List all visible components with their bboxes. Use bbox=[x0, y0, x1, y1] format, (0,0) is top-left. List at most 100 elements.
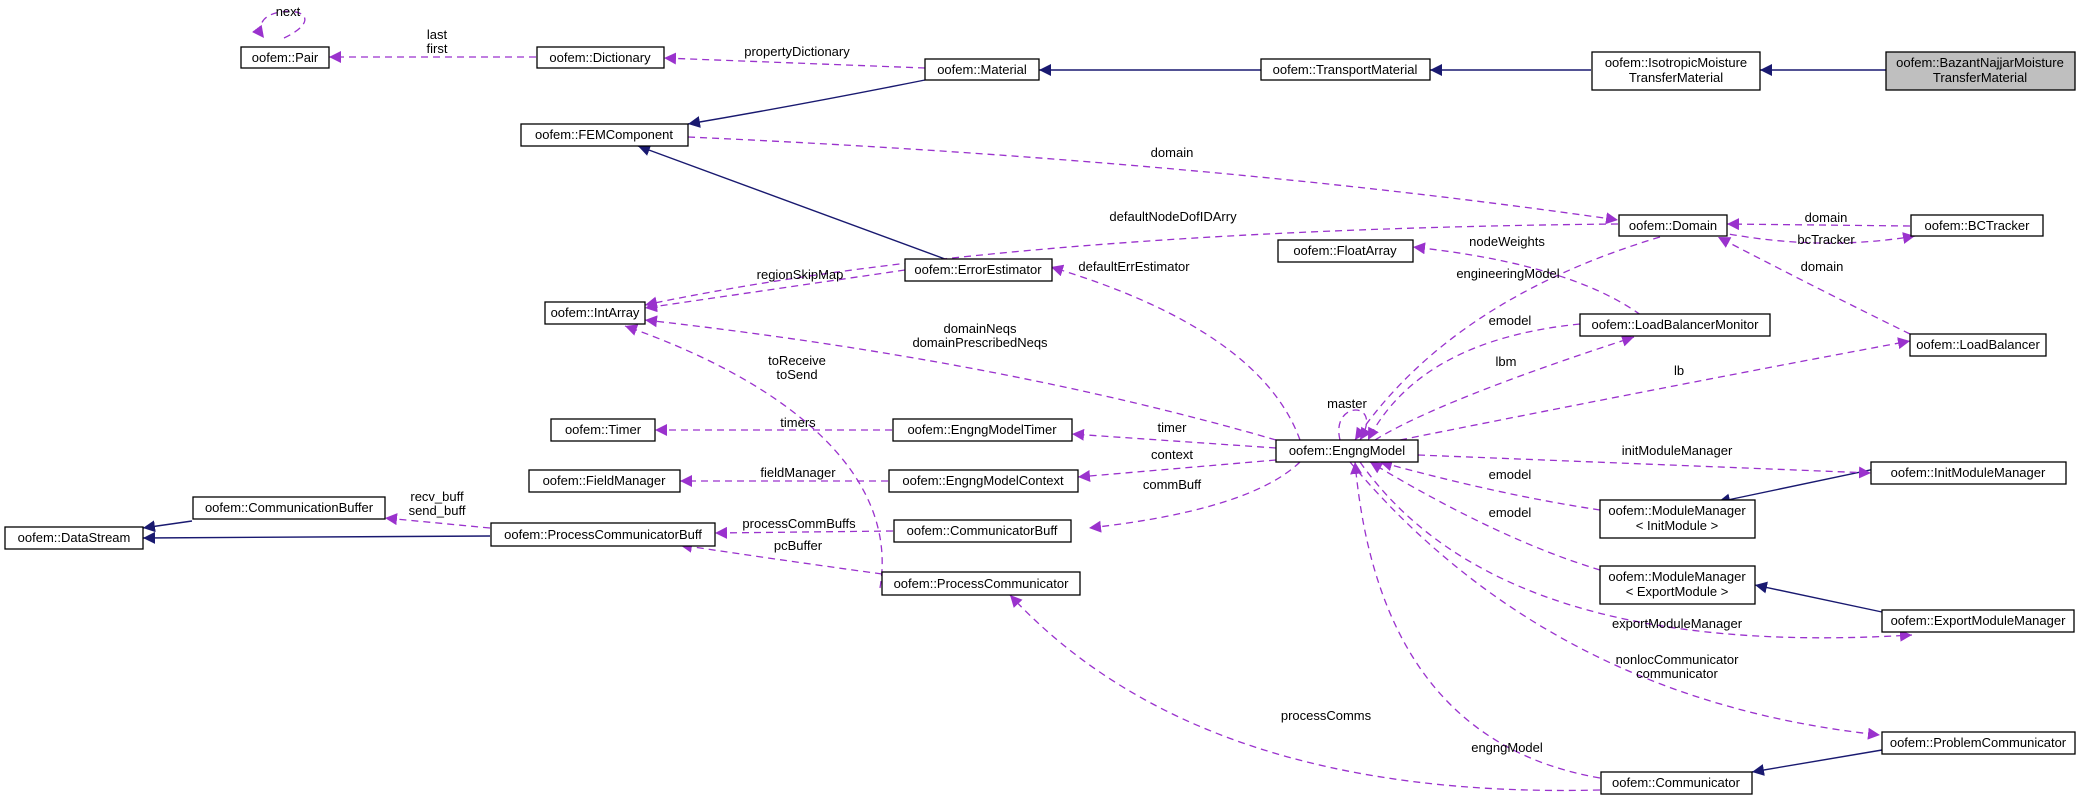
label-comm-buff: commBuff bbox=[1143, 477, 1202, 492]
edge-mmexport-engngmodel bbox=[1369, 461, 1601, 571]
edge-bctracker-domain bbox=[1726, 218, 1911, 231]
node-process-communicator-buff[interactable]: oofem::ProcessCommunicatorBuff bbox=[490, 522, 716, 547]
node-dictionary[interactable]: oofem::Dictionary bbox=[536, 46, 665, 69]
edge-engngmodel-enginetimer bbox=[1071, 428, 1277, 449]
node-timer[interactable]: oofem::Timer bbox=[550, 418, 656, 442]
node-problem-communicator[interactable]: oofem::ProblemCommunicator bbox=[1881, 731, 2076, 755]
node-process-communicator-label: oofem::ProcessCommunicator bbox=[894, 576, 1070, 591]
label-timers: timers bbox=[780, 415, 816, 430]
node-init-module-manager-label: oofem::InitModuleManager bbox=[1891, 465, 2046, 480]
node-communicator-buff[interactable]: oofem::CommunicatorBuff bbox=[893, 519, 1072, 543]
edge-communicator-processcommunicator bbox=[1009, 594, 1601, 792]
node-communicator[interactable]: oofem::Communicator bbox=[1600, 771, 1753, 795]
node-bc-tracker-label: oofem::BCTracker bbox=[1925, 218, 2031, 233]
node-bc-tracker[interactable]: oofem::BCTracker bbox=[1910, 214, 2044, 237]
edge-domain-engngmodel bbox=[1354, 236, 1661, 441]
label-domain-bc: domain bbox=[1805, 210, 1848, 225]
node-load-balancer-monitor[interactable]: oofem::LoadBalancerMonitor bbox=[1579, 313, 1771, 337]
label-process-comms: processComms bbox=[1281, 708, 1372, 723]
node-error-estimator[interactable]: oofem::ErrorEstimator bbox=[904, 258, 1053, 282]
edge-lbm-floatarray bbox=[1412, 242, 1651, 323]
edge-errorestimator-femcomponent bbox=[637, 144, 946, 260]
node-timer-label: oofem::Timer bbox=[565, 422, 642, 437]
label-lbm: lbm bbox=[1496, 354, 1517, 369]
node-data-stream-label: oofem::DataStream bbox=[18, 530, 131, 545]
label-export-module-manager: exportModuleManager bbox=[1612, 616, 1743, 631]
label-master: master bbox=[1327, 396, 1367, 411]
node-material[interactable]: oofem::Material bbox=[924, 58, 1040, 81]
label-emodel-export: emodel bbox=[1489, 505, 1532, 520]
node-engng-model-context[interactable]: oofem::EngngModelContext bbox=[888, 469, 1079, 493]
node-process-communicator[interactable]: oofem::ProcessCommunicator bbox=[881, 571, 1081, 596]
edge-pair-next bbox=[252, 10, 306, 39]
node-float-array-label: oofem::FloatArray bbox=[1293, 243, 1397, 258]
edge-mminit-engngmodel bbox=[1379, 459, 1601, 511]
edge-domain-bctracker bbox=[1717, 231, 1916, 244]
node-problem-communicator-label: oofem::ProblemCommunicator bbox=[1890, 735, 2067, 750]
node-init-module-manager[interactable]: oofem::InitModuleManager bbox=[1870, 461, 2067, 485]
label-default-err-estimator: defaultErrEstimator bbox=[1078, 259, 1190, 274]
node-float-array[interactable]: oofem::FloatArray bbox=[1277, 239, 1414, 263]
node-engng-model[interactable]: oofem::EngngModel bbox=[1275, 439, 1419, 463]
label-field-manager: fieldManager bbox=[760, 465, 836, 480]
edge-problemcomm-communicator bbox=[1751, 749, 1883, 776]
label-init-module-manager: initModuleManager bbox=[1622, 443, 1733, 458]
label-timer: timer bbox=[1158, 420, 1188, 435]
node-export-module-manager-label: oofem::ExportModuleManager bbox=[1891, 613, 2067, 628]
label-next: next bbox=[276, 4, 301, 19]
node-load-balancer[interactable]: oofem::LoadBalancer bbox=[1909, 333, 2047, 357]
edge-engngmodel-intarray bbox=[644, 315, 1277, 441]
node-load-balancer-monitor-label: oofem::LoadBalancerMonitor bbox=[1592, 317, 1760, 332]
label-pc-buffer: pcBuffer bbox=[774, 538, 823, 553]
edge-communicatorbuff-pcbuff bbox=[714, 526, 894, 539]
node-engng-model-timer[interactable]: oofem::EngngModelTimer bbox=[892, 418, 1073, 442]
edge-pcbuff-datastream bbox=[142, 531, 491, 544]
edge-engngmodel-master bbox=[1338, 409, 1372, 441]
label-bc-tracker: bcTracker bbox=[1797, 232, 1855, 247]
node-module-manager-init-module[interactable]: oofem::ModuleManager< InitModule > bbox=[1599, 499, 1756, 539]
node-transport-material-label: oofem::TransportMaterial bbox=[1273, 62, 1418, 77]
usage-edges bbox=[252, 10, 1916, 792]
node-domain[interactable]: oofem::Domain bbox=[1618, 214, 1728, 237]
edge-communicator-engngmodel bbox=[1350, 461, 1601, 779]
edge-engngmodel-exportmm bbox=[1359, 461, 1913, 642]
edge-exportmm-modulemanager bbox=[1754, 581, 1883, 613]
node-communicator-label: oofem::Communicator bbox=[1612, 775, 1741, 790]
node-module-manager-export-label: oofem::ModuleManager< ExportModule > bbox=[1608, 569, 1746, 599]
node-engng-model-timer-label: oofem::EngngModelTimer bbox=[907, 422, 1057, 437]
edge-commbuffer-datastream bbox=[142, 520, 193, 533]
node-material-label: oofem::Material bbox=[937, 62, 1027, 77]
edge-engngmodel-lbm bbox=[1374, 335, 1635, 441]
label-domain-lb: domain bbox=[1801, 259, 1844, 274]
node-int-array[interactable]: oofem::IntArray bbox=[544, 301, 646, 325]
edge-loadbalancer-domain bbox=[1717, 236, 1911, 335]
node-module-manager-export-module[interactable]: oofem::ModuleManager< ExportModule > bbox=[1599, 565, 1756, 605]
node-transport-material[interactable]: oofem::TransportMaterial bbox=[1260, 58, 1431, 81]
label-emodel-init: emodel bbox=[1489, 467, 1532, 482]
node-communication-buffer[interactable]: oofem::CommunicationBuffer bbox=[192, 496, 386, 520]
node-export-module-manager[interactable]: oofem::ExportModuleManager bbox=[1881, 609, 2075, 633]
node-int-array-label: oofem::IntArray bbox=[551, 305, 640, 320]
label-region-skip-map: regionSkipMap bbox=[757, 267, 844, 282]
edge-errorestimator-intarray bbox=[644, 269, 906, 313]
node-dictionary-label: oofem::Dictionary bbox=[549, 50, 651, 65]
node-engng-model-context-label: oofem::EngngModelContext bbox=[902, 473, 1064, 488]
nodes: oofem::Pair oofem::Dictionary oofem::Mat… bbox=[4, 46, 2076, 795]
node-engng-model-label: oofem::EngngModel bbox=[1289, 443, 1405, 458]
node-field-manager[interactable]: oofem::FieldManager bbox=[528, 469, 681, 493]
node-data-stream[interactable]: oofem::DataStream bbox=[4, 526, 144, 550]
label-engng-model: engngModel bbox=[1471, 740, 1543, 755]
node-fem-component[interactable]: oofem::FEMComponent bbox=[520, 123, 689, 147]
label-domain-fem: domain bbox=[1151, 145, 1194, 160]
edge-engngmodel-loadbalancer bbox=[1399, 337, 1911, 441]
node-pair[interactable]: oofem::Pair bbox=[240, 46, 330, 69]
edge-engngmodel-context bbox=[1077, 459, 1277, 482]
label-context: context bbox=[1151, 447, 1193, 462]
